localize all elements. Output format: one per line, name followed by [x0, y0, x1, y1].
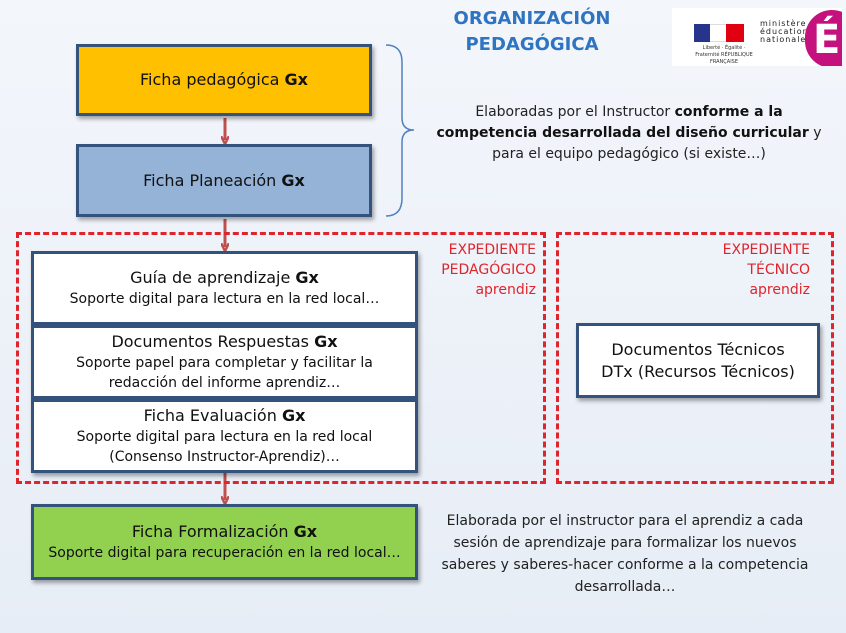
top-note: Elaboradas por el Instructor conforme a … [436, 104, 822, 162]
french-flag-icon [694, 24, 744, 42]
ficha-evaluacion-box: Ficha Evaluación Gx Soporte digital para… [31, 399, 418, 473]
title-line-2: PEDAGÓGICA [465, 34, 599, 55]
education-badge-icon: É [805, 10, 842, 66]
expediente-pedagogico-frame [16, 232, 546, 484]
documentos-tecnicos-box: Documentos Técnicos DTx (Recursos Técnic… [576, 323, 820, 398]
guia-aprendizaje-box: Guía de aprendizaje Gx Soporte digital p… [31, 251, 418, 325]
title-line-1: ORGANIZACIÓN [453, 8, 611, 29]
expediente-pedagogico-label: EXPEDIENTE PEDAGÓGICO aprendiz [441, 242, 536, 298]
expediente-tecnico-label: EXPEDIENTE TÉCNICO aprendiz [722, 242, 810, 298]
brace-icon [385, 44, 415, 217]
bottom-note: Elaborada por el instructor para el apre… [441, 513, 809, 595]
documentos-respuestas-box: Documentos Respuestas Gx Soporte papel p… [31, 325, 418, 399]
ministry-logo: Liberté · Égalité · Fraternité RÉPUBLIQU… [672, 8, 842, 66]
ficha-formalizacion-box: Ficha Formalización Gx Soporte digital p… [31, 504, 418, 580]
ficha-pedagogica-box: Ficha pedagógica Gx [76, 44, 372, 116]
ficha-planeacion-box: Ficha Planeación Gx [76, 144, 372, 217]
logo-ministry-text: ministère éducation nationale [760, 19, 809, 44]
diagram-title: ORGANIZACIÓN PEDAGÓGICA [420, 6, 644, 58]
expediente-tecnico-frame [556, 232, 834, 484]
logo-republic-text: Liberté · Égalité · Fraternité RÉPUBLIQU… [695, 45, 753, 65]
